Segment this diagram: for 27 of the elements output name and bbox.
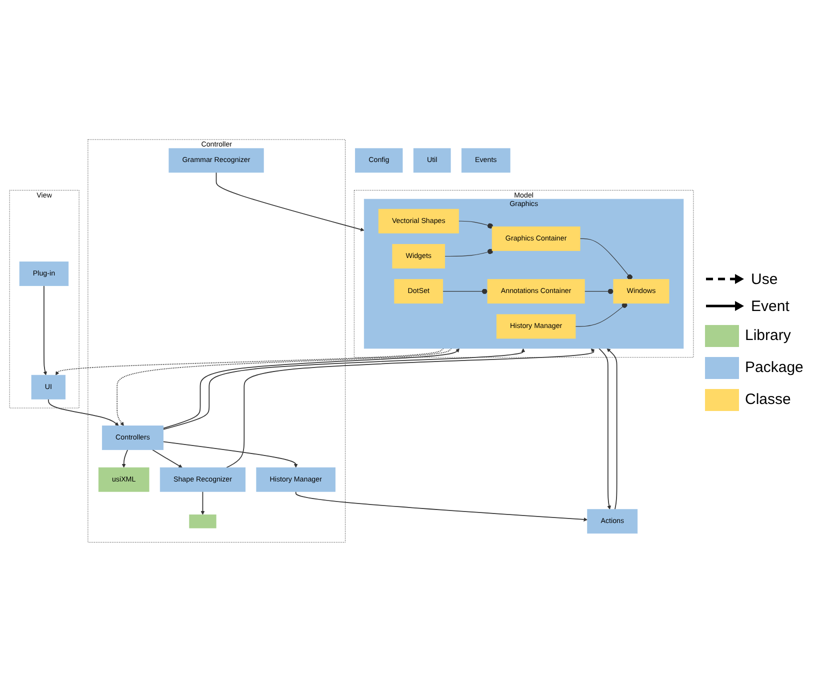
arrow: [43, 284, 48, 375]
arrow: [116, 348, 452, 426]
arrow: [606, 348, 618, 510]
connector: [575, 302, 628, 326]
arrow: [162, 348, 460, 428]
connector: [458, 220, 494, 228]
arrow: [216, 172, 364, 231]
arrow: [48, 398, 119, 426]
connector: [580, 238, 632, 280]
arrow: [598, 348, 611, 510]
connector: [444, 248, 494, 256]
legend-label: Use: [751, 270, 778, 288]
legend-label: Event: [751, 298, 790, 314]
arrow: [295, 490, 588, 522]
arrow: [152, 448, 182, 468]
arrow: [162, 440, 298, 468]
connector: [442, 288, 488, 294]
legend-label: Library: [745, 327, 791, 344]
connector: [584, 288, 614, 294]
legend-label: Package: [745, 359, 804, 376]
node-box: [189, 514, 216, 528]
arrow: [56, 348, 444, 375]
arrow: [200, 490, 205, 514]
legend-label: Classe: [745, 391, 791, 408]
arrow: [122, 448, 128, 468]
arrow: [162, 348, 526, 430]
arrow: [226, 348, 595, 468]
